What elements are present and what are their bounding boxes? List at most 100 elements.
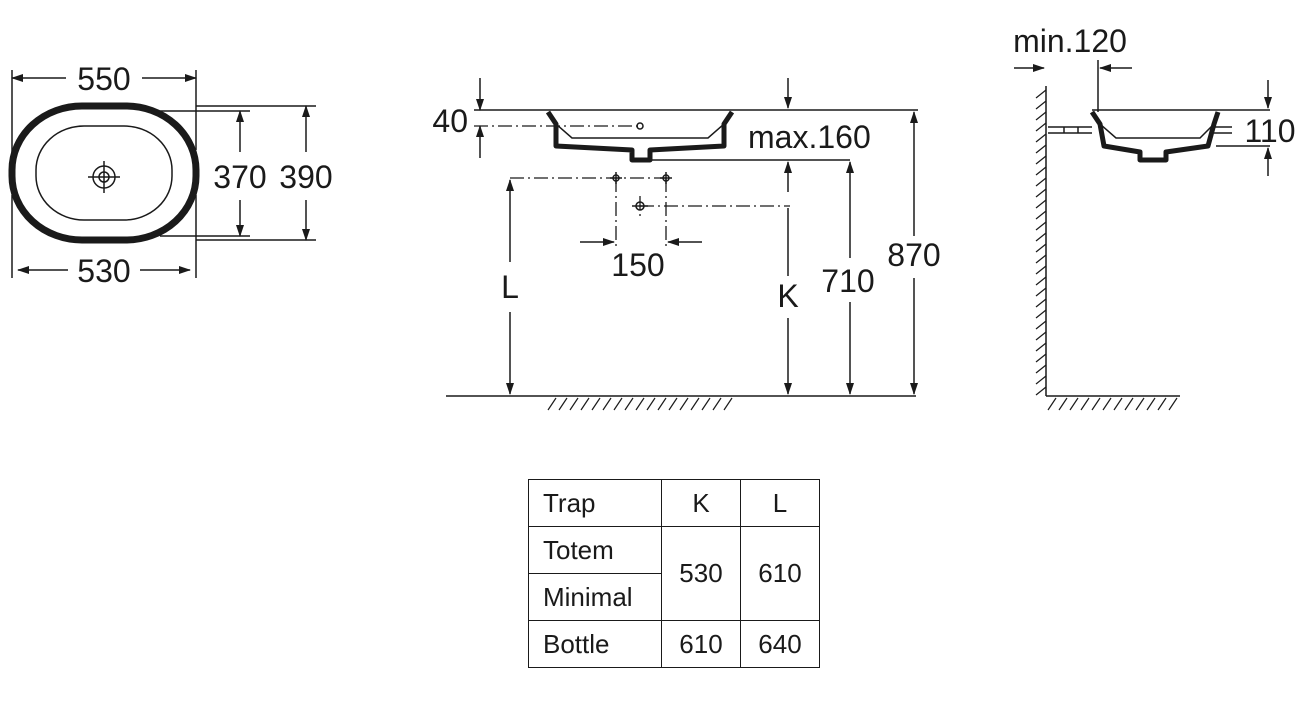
trap-l-value: 640 (740, 620, 820, 668)
hatch-stroke (1102, 397, 1112, 411)
basin-inner-bowl (35, 125, 173, 221)
waste-outlet-icon (632, 201, 648, 211)
hatch-stroke (668, 397, 678, 411)
hatch-stroke (1035, 276, 1047, 286)
trap-name: Totem (528, 526, 662, 574)
basin-front-profile (545, 110, 735, 163)
hatch-stroke (635, 397, 645, 411)
hatch-stroke (1058, 397, 1068, 411)
wall-hatch (1035, 89, 1047, 396)
hatch-stroke (657, 397, 667, 411)
top-view: 550 530 370 390 (8, 61, 333, 289)
trap-k-value: 610 (661, 620, 741, 668)
basin-side-profile (1089, 110, 1221, 163)
hatch-stroke (712, 397, 722, 411)
hatch-stroke (1080, 397, 1090, 411)
dim-370: 370 (213, 159, 266, 195)
hatch-stroke (1035, 353, 1047, 363)
table-row: Bottle 610 640 (528, 620, 820, 668)
dim-530: 530 (77, 253, 130, 289)
hatch-stroke (1035, 166, 1047, 176)
hatch-stroke (1035, 210, 1047, 220)
hatch-stroke (1035, 364, 1047, 374)
hatch-stroke (1035, 89, 1047, 99)
header-l: L (740, 479, 820, 527)
hatch-stroke (1035, 221, 1047, 231)
hatch-stroke (646, 397, 656, 411)
hatch-stroke (1035, 386, 1047, 396)
dim-870: 870 (887, 237, 940, 273)
hatch-stroke (1069, 397, 1079, 411)
hatch-stroke (558, 397, 568, 411)
trap-name: Minimal (528, 573, 662, 621)
hatch-stroke (569, 397, 579, 411)
dim-710: 710 (821, 263, 874, 299)
hatch-stroke (1157, 397, 1167, 411)
hatch-stroke (723, 397, 733, 411)
hatch-stroke (1047, 397, 1057, 411)
hatch-stroke (1113, 397, 1123, 411)
dim-40: 40 (432, 103, 468, 139)
dim-390: 390 (279, 159, 332, 195)
hatch-stroke (1035, 133, 1047, 143)
dim-110: 110 (1244, 113, 1295, 149)
table-row: Totem 530 610 (528, 526, 820, 621)
hatch-stroke (1035, 243, 1047, 253)
hatch-stroke (1146, 397, 1156, 411)
header-trap: Trap (528, 479, 662, 527)
trap-table: Trap K L Totem 530 610 Minimal Bottle 61… (528, 479, 820, 668)
hatch-stroke (602, 397, 612, 411)
label-l: L (501, 269, 519, 305)
hatch-stroke (1124, 397, 1134, 411)
trap-k-value: 530 (661, 526, 741, 621)
hatch-stroke (1035, 155, 1047, 165)
label-k: K (777, 278, 798, 314)
hatch-stroke (701, 397, 711, 411)
hatch-stroke (1035, 177, 1047, 187)
hatch-stroke (1035, 144, 1047, 154)
hatch-stroke (547, 397, 557, 411)
floor-hatch-side (1047, 397, 1178, 411)
dim-150: 150 (611, 247, 664, 283)
hatch-stroke (1035, 199, 1047, 209)
hatch-stroke (1035, 298, 1047, 308)
hatch-stroke (1035, 265, 1047, 275)
hatch-stroke (1035, 375, 1047, 385)
table-row: Minimal (528, 573, 820, 621)
dim-max-160: max.160 (748, 119, 871, 155)
side-view: min.120 110 (1013, 23, 1296, 411)
hatch-stroke (1035, 188, 1047, 198)
hatch-stroke (1168, 397, 1178, 411)
hatch-stroke (1035, 287, 1047, 297)
hatch-stroke (1035, 111, 1047, 121)
hatch-stroke (1035, 309, 1047, 319)
hatch-stroke (1035, 320, 1047, 330)
hatch-stroke (1035, 254, 1047, 264)
tap-hole-icon (660, 172, 672, 184)
trap-name: Bottle (528, 620, 662, 668)
floor-hatch (547, 397, 733, 411)
dim-550: 550 (77, 61, 130, 97)
hatch-stroke (1135, 397, 1145, 411)
hatch-stroke (1035, 122, 1047, 132)
drain-icon (88, 161, 120, 193)
table-header-row: Trap K L (528, 479, 820, 527)
hatch-stroke (613, 397, 623, 411)
header-k: K (661, 479, 741, 527)
trap-l-value: 610 (740, 526, 820, 621)
hatch-stroke (690, 397, 700, 411)
hatch-stroke (1035, 232, 1047, 242)
hatch-stroke (580, 397, 590, 411)
hatch-stroke (1035, 342, 1047, 352)
tap-hole-icon (610, 172, 622, 184)
hatch-stroke (1091, 397, 1101, 411)
front-view: 40 max.160 150 L (432, 78, 941, 411)
hatch-stroke (1035, 331, 1047, 341)
hatch-stroke (1035, 100, 1047, 110)
hatch-stroke (591, 397, 601, 411)
basin-outer-rim (8, 102, 200, 244)
hatch-stroke (624, 397, 634, 411)
dim-min-120: min.120 (1013, 23, 1127, 59)
hatch-stroke (679, 397, 689, 411)
